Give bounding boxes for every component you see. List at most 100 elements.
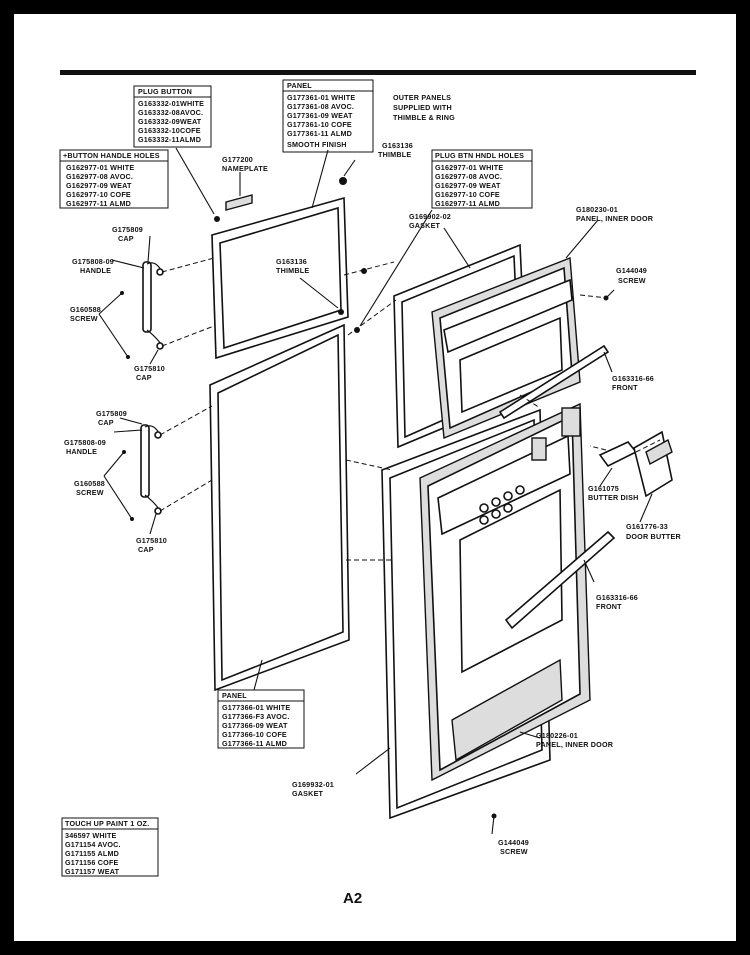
callout-screw-left-top: G160588 SCREW (70, 305, 101, 323)
svg-text:FRONT: FRONT (596, 602, 622, 611)
svg-text:HANDLE: HANDLE (80, 266, 111, 275)
svg-text:PANEL, INNER DOOR: PANEL, INNER DOOR (576, 214, 654, 223)
svg-text:G171156 COFE: G171156 COFE (65, 858, 119, 867)
header-rule (60, 70, 696, 75)
handle-bottom (122, 424, 162, 521)
svg-text:G163332-08AVOC.: G163332-08AVOC. (138, 108, 203, 117)
svg-text:SCREW: SCREW (500, 847, 528, 856)
svg-text:G144049: G144049 (498, 838, 529, 847)
parts-sheet: PLUG BUTTON G163332-01WHITE G163332-08AV… (14, 14, 736, 941)
svg-text:G175810: G175810 (136, 536, 167, 545)
svg-text:G162977-11 ALMD: G162977-11 ALMD (66, 199, 131, 208)
svg-text:G163316-66: G163316-66 (612, 374, 654, 383)
handle-top (120, 261, 164, 359)
svg-text:G171154 AVOC.: G171154 AVOC. (65, 840, 121, 849)
callout-thimble-mid: G163136 THIMBLE (276, 257, 309, 275)
svg-text:SCREW: SCREW (618, 276, 646, 285)
callout-panel-inner-door-bot: G180226-01 PANEL, INNER DOOR (536, 731, 614, 749)
outer-panels-note: OUTER PANELS SUPPLIED WITH THIMBLE & RIN… (393, 93, 455, 122)
svg-text:G162977-08 AVOC.: G162977-08 AVOC. (435, 172, 502, 181)
svg-text:346597 WHITE: 346597 WHITE (65, 831, 117, 840)
svg-text:SMOOTH FINISH: SMOOTH FINISH (287, 140, 347, 149)
svg-text:G180226-01: G180226-01 (536, 731, 578, 740)
svg-text:G169902-02: G169902-02 (409, 212, 451, 221)
button-handle-holes-table: +BUTTON HANDLE HOLES G162977-01 WHITE G1… (59, 149, 169, 209)
dispenser-buttons (479, 407, 581, 525)
touch-up-paint-table: TOUCH UP PAINT 1 OZ. 346597 WHITE G17115… (61, 817, 159, 877)
panel-top-table: PANEL G177361-01 WHITE G177361-08 AVOC. … (282, 79, 374, 153)
leader-lines (98, 147, 653, 835)
svg-text:G162977-10 COFE: G162977-10 COFE (66, 190, 131, 199)
svg-text:G171155 ALMD: G171155 ALMD (65, 849, 119, 858)
screw-icons (491, 295, 609, 819)
svg-text:G163332-01WHITE: G163332-01WHITE (138, 99, 204, 108)
callout-handle-bot: G175808-09 HANDLE (64, 438, 106, 456)
svg-text:G161776-33: G161776-33 (626, 522, 668, 531)
callout-cap-bot-2: G175810 CAP (136, 536, 167, 554)
callout-front-top: G163316-66 FRONT (612, 374, 654, 392)
svg-text:SUPPLIED WITH: SUPPLIED WITH (393, 103, 452, 112)
svg-text:HANDLE: HANDLE (66, 447, 97, 456)
svg-text:G162977-01 WHITE: G162977-01 WHITE (66, 163, 134, 172)
svg-text:FRONT: FRONT (612, 383, 638, 392)
callout-nameplate: G177200 NAMEPLATE (222, 155, 268, 173)
svg-text:NAMEPLATE: NAMEPLATE (222, 164, 268, 173)
callout-panel-inner-door-top: G180230-01 PANEL, INNER DOOR (576, 205, 654, 223)
svg-text:G177366-11 ALMD: G177366-11 ALMD (222, 739, 287, 748)
svg-text:G175809: G175809 (96, 409, 127, 418)
plug-button-dots (214, 177, 367, 333)
table-header: PLUG BUTTON (138, 87, 192, 96)
svg-text:G177366-F3 AVOC.: G177366-F3 AVOC. (222, 712, 290, 721)
svg-text:G163332-09WEAT: G163332-09WEAT (138, 117, 202, 126)
svg-text:G171157 WEAT: G171157 WEAT (65, 867, 120, 876)
svg-text:SCREW: SCREW (70, 314, 98, 323)
inner-door-bottom (419, 402, 591, 782)
callout-handle-top: G175808-09 HANDLE (72, 257, 114, 275)
svg-text:G162977-10 COFE: G162977-10 COFE (435, 190, 500, 199)
callout-cap-top-1: G175809 CAP (112, 225, 143, 243)
svg-text:G177361-10 COFE: G177361-10 COFE (287, 120, 352, 129)
assembly-lines (159, 257, 661, 561)
svg-text:GASKET: GASKET (292, 789, 324, 798)
svg-text:THIMBLE & RING: THIMBLE & RING (393, 113, 455, 122)
svg-text:G162977-08 AVOC.: G162977-08 AVOC. (66, 172, 133, 181)
svg-text:G175808-09: G175808-09 (72, 257, 114, 266)
svg-text:CAP: CAP (138, 545, 154, 554)
svg-text:G175810: G175810 (134, 364, 165, 373)
svg-text:G177361-11 ALMD: G177361-11 ALMD (287, 129, 352, 138)
svg-text:G177361-08 AVOC.: G177361-08 AVOC. (287, 102, 354, 111)
svg-text:G162977-11 ALMD: G162977-11 ALMD (435, 199, 500, 208)
svg-text:G163316-66: G163316-66 (596, 593, 638, 602)
svg-text:G177366-09 WEAT: G177366-09 WEAT (222, 721, 288, 730)
svg-text:G160588: G160588 (70, 305, 101, 314)
svg-text:G163332-11ALMD: G163332-11ALMD (138, 135, 201, 144)
svg-text:TOUCH UP PAINT 1 OZ.: TOUCH UP PAINT 1 OZ. (65, 819, 149, 828)
svg-text:G163136: G163136 (276, 257, 307, 266)
svg-text:G144049: G144049 (616, 266, 647, 275)
svg-text:G162977-09 WEAT: G162977-09 WEAT (66, 181, 132, 190)
nameplate (225, 194, 253, 211)
callout-butter-dish: G161075 BUTTER DISH (588, 484, 639, 502)
svg-text:G180230-01: G180230-01 (576, 205, 618, 214)
svg-text:SCREW: SCREW (76, 488, 104, 497)
svg-text:BUTTER DISH: BUTTER DISH (588, 493, 639, 502)
front-bar-bottom (504, 530, 616, 630)
panel-bottom-table: PANEL G177366-01 WHITE G177366-F3 AVOC. … (217, 689, 305, 749)
svg-text:G175809: G175809 (112, 225, 143, 234)
svg-text:G177366-10 COFE: G177366-10 COFE (222, 730, 287, 739)
svg-text:PLUG BTN HNDL HOLES: PLUG BTN HNDL HOLES (435, 151, 524, 160)
exploded-parts-diagram: PLUG BUTTON G163332-01WHITE G163332-08AV… (59, 70, 696, 907)
svg-text:PANEL: PANEL (222, 691, 247, 700)
svg-text:G177200: G177200 (222, 155, 253, 164)
outer-panel-top (211, 196, 349, 360)
svg-text:G160588: G160588 (74, 479, 105, 488)
callout-screw-bot: G144049 SCREW (498, 838, 529, 856)
svg-text:G169932-01: G169932-01 (292, 780, 334, 789)
svg-text:+BUTTON HANDLE HOLES: +BUTTON HANDLE HOLES (63, 151, 160, 160)
svg-text:G163332-10COFE: G163332-10COFE (138, 126, 201, 135)
callout-front-bot: G163316-66 FRONT (596, 593, 638, 611)
svg-text:GASKET: GASKET (409, 221, 441, 230)
callout-screw-right-top: G144049 SCREW (616, 266, 647, 285)
svg-text:THIMBLE: THIMBLE (276, 266, 309, 275)
